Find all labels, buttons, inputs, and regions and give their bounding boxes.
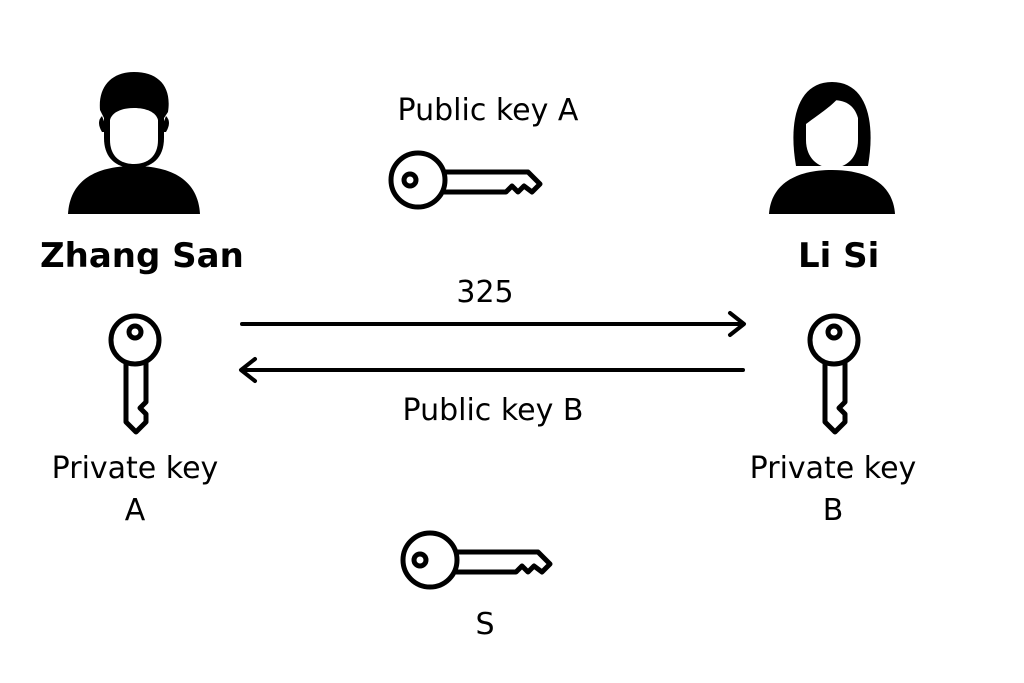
private-key-b-line2: B <box>822 493 844 528</box>
public-key-b-label: Public key B <box>402 393 584 428</box>
private-key-a-icon <box>108 313 162 435</box>
arrow-to-li-si <box>240 311 746 337</box>
private-key-b-icon <box>807 313 861 435</box>
arrow-to-zhang-san <box>239 357 745 383</box>
private-key-b-line1: Private key <box>749 451 917 486</box>
male-user-icon <box>68 72 200 214</box>
female-user-icon <box>769 82 895 214</box>
person-name-left: Zhang San <box>40 236 244 276</box>
private-key-a-label: Private key A <box>40 448 230 532</box>
private-key-a-line2: A <box>124 493 146 528</box>
private-key-a-line1: Private key <box>51 451 219 486</box>
person-name-right: Li Si <box>798 236 880 276</box>
shared-secret-key-icon <box>400 530 553 590</box>
private-key-b-label: Private key B <box>738 448 928 532</box>
message-value-label: 325 <box>456 275 514 310</box>
public-key-a-label: Public key A <box>397 93 579 128</box>
public-key-a-icon <box>388 150 543 210</box>
shared-secret-label: S <box>475 607 495 642</box>
